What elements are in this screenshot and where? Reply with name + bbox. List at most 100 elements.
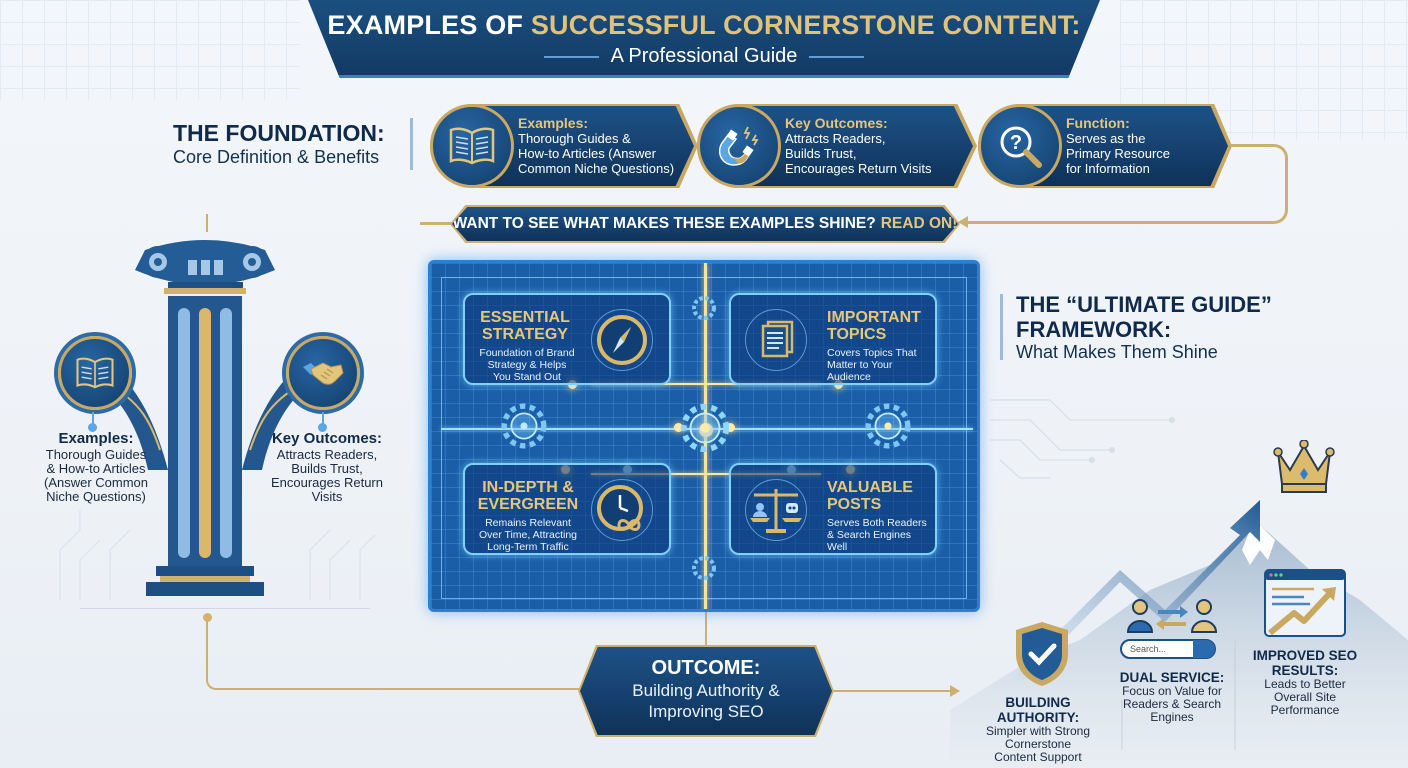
card-title: IN-DEPTH &EVERGREEN	[477, 479, 579, 513]
result-heading: RESULTS:	[1271, 663, 1339, 678]
foundation-card-examples: Examples: Thorough Guides & How-to Artic…	[430, 104, 698, 188]
card-line: Attracts Readers,	[785, 131, 886, 146]
title-gold-part: SUCCESSFUL CORNERSTONE CONTENT:	[530, 10, 1081, 40]
card-text: Examples: Thorough Guides & How-to Artic…	[518, 116, 675, 177]
connector-dot	[92, 412, 94, 426]
result-line: Simpler with Strong	[985, 724, 1091, 738]
open-book-icon	[58, 336, 132, 410]
title-white-part: EXAMPLES OF	[327, 10, 531, 40]
page-title: EXAMPLES OF SUCCESSFUL CORNERSTONE CONTE…	[308, 10, 1100, 41]
connector-line	[834, 690, 954, 692]
connector-dot	[203, 613, 212, 622]
foundation-card-key-outcomes: Key Outcomes: Attracts Readers, Builds T…	[697, 104, 977, 188]
result-line: Overall Site	[1273, 690, 1337, 704]
result-line: Leads to Better	[1264, 677, 1346, 691]
label-line: Attracts Readers,	[276, 447, 378, 462]
result-line: Performance	[1270, 703, 1340, 717]
title-banner: EXAMPLES OF SUCCESSFUL CORNERSTONE CONTE…	[308, 0, 1100, 78]
card-line: How-to Articles (Answer	[518, 146, 656, 161]
connector-line	[962, 221, 1232, 224]
card-heading: Key Outcomes:	[785, 115, 888, 131]
open-book-icon	[430, 104, 514, 188]
label-line: & How-to Articles	[46, 461, 146, 476]
browser-chart-icon	[1264, 569, 1346, 637]
page-subtitle: A Professional Guide	[308, 45, 1100, 68]
result-line: Content Support	[994, 750, 1082, 764]
search-icon[interactable]	[1193, 640, 1215, 658]
connector-dot	[318, 423, 327, 432]
result-line: Engines	[1150, 710, 1194, 724]
result-heading: DUAL SERVICE:	[1119, 670, 1225, 685]
gear-icon	[680, 403, 730, 453]
result-dual-service: DUAL SERVICE: Focus on Value for Readers…	[1110, 670, 1234, 724]
label-line: Encourages Return	[270, 475, 383, 490]
search-input[interactable]: Search...	[1120, 639, 1216, 659]
card-line: Thorough Guides &	[518, 131, 631, 146]
scale-icon	[745, 479, 807, 541]
card-text: Function: Serves as the Primary Resource…	[1066, 116, 1171, 177]
gear-icon	[692, 556, 716, 580]
result-improved-seo: IMPROVED SEO RESULTS: Leads to Better Ov…	[1240, 648, 1370, 717]
card-line: Primary Resource	[1066, 146, 1171, 161]
label-line: Thorough Guides	[45, 447, 147, 462]
card-line: Common Niche Questions)	[518, 161, 675, 176]
circuit-decoration	[990, 399, 1175, 479]
result-heading: AUTHORITY:	[996, 710, 1080, 725]
gear-icon	[865, 403, 911, 449]
subtitle-text: A Professional Guide	[610, 45, 798, 67]
connector-line	[705, 612, 707, 646]
shield-check-icon	[1016, 622, 1068, 686]
users-exchange-icon	[1126, 599, 1218, 633]
result-line: Readers & Search	[1122, 697, 1222, 711]
connector-line	[206, 214, 208, 232]
magnifier-question-icon: ?	[978, 104, 1062, 188]
result-line: Focus on Value for	[1122, 684, 1222, 698]
framework-subtitle: What Makes Them Shine	[1016, 342, 1218, 362]
connector-dot	[322, 412, 324, 426]
framework-title: THE “ULTIMATE GUIDE”FRAMEWORK:	[1016, 292, 1272, 342]
outcome-heading: OUTCOME:	[651, 657, 761, 679]
search-placeholder: Search...	[1130, 644, 1167, 654]
pillar-label-key-outcomes: Key Outcomes: Attracts Readers, Builds T…	[262, 431, 392, 504]
divider	[1000, 294, 1003, 360]
gear-icon	[501, 403, 547, 449]
foundation-card-function: ? Function: Serves as the Primary Resour…	[978, 104, 1232, 188]
card-text: Key Outcomes: Attracts Readers, Builds T…	[785, 115, 932, 177]
label-line: Visits	[311, 489, 343, 504]
gear-icon	[692, 296, 716, 320]
connector-line	[420, 222, 452, 225]
card-line: for Information	[1066, 161, 1150, 176]
divider	[410, 118, 413, 170]
card-line: Builds Trust,	[785, 146, 857, 161]
connector-line	[206, 620, 580, 690]
outcome-line: Building Authority &	[632, 681, 780, 700]
read-on-text: WANT TO SEE WHAT MAKES THESE EXAMPLES SH…	[452, 215, 876, 232]
outcome-banner: OUTCOME: Building Authority & Improving …	[578, 645, 834, 737]
circuit-decoration	[59, 510, 376, 600]
label-heading: Examples:	[58, 430, 134, 447]
svg-text:?: ?	[1010, 132, 1022, 154]
label-line: (Answer Common	[43, 475, 149, 490]
foundation-title: THE FOUNDATION:	[173, 120, 385, 146]
label-line: Niche Questions)	[46, 489, 146, 504]
magnet-icon	[697, 104, 781, 188]
card-line: Encourages Return Visits	[785, 161, 932, 176]
crown-icon	[1273, 440, 1335, 493]
read-on-link[interactable]: READ ON!	[880, 215, 958, 232]
arrow-right-icon	[950, 685, 960, 697]
handshake-icon	[286, 336, 360, 410]
arrow-left-icon	[958, 216, 968, 228]
label-line: Builds Trust,	[291, 461, 363, 476]
